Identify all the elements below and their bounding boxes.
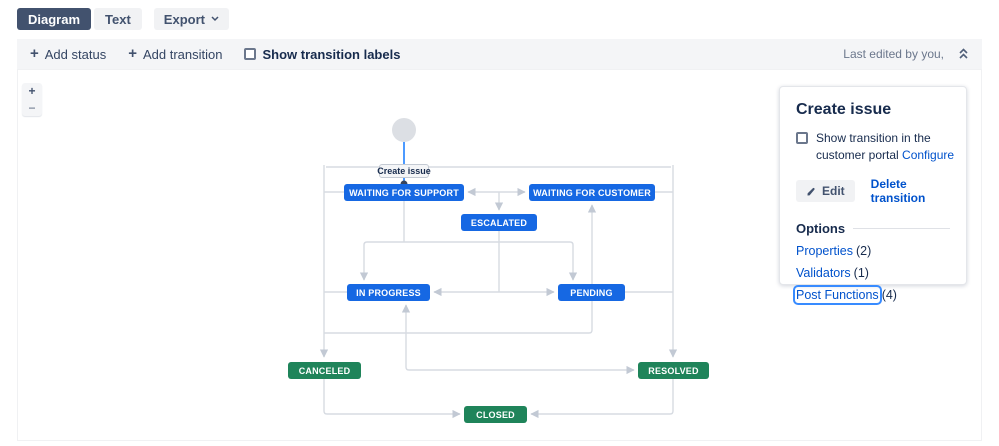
portal-checkbox-label: Show transition in the customer portal (816, 131, 931, 162)
tab-text[interactable]: Text (94, 8, 142, 30)
transition-lines (319, 118, 678, 419)
status-node-wfc[interactable]: WAITING FOR CUSTOMER (529, 184, 655, 201)
transition-mid-rail (359, 241, 578, 281)
pencil-icon (807, 187, 815, 195)
edit-label: Edit (822, 184, 845, 198)
add-status-label: Add status (44, 46, 107, 62)
zoom-in-button[interactable]: + (28, 84, 36, 99)
option-row: Post Functions(4) (793, 285, 950, 305)
plus-icon: + (128, 45, 137, 62)
delete-transition-link[interactable]: Delete transition (870, 177, 926, 205)
start-node (392, 118, 416, 142)
export-dropdown[interactable]: Export (153, 8, 229, 30)
chevron-down-icon (211, 16, 219, 22)
status-node-can[interactable]: CANCELED (288, 362, 361, 379)
diagram-toolbar: + Add status + Add transition Show trans… (17, 39, 982, 69)
last-edited-text: Last edited by you, (843, 47, 944, 61)
option-link-properties[interactable]: Properties (796, 244, 853, 258)
edit-button[interactable]: Edit (796, 180, 855, 202)
configure-link[interactable]: Configure (902, 148, 955, 162)
show-transition-labels-label: Show transition labels (262, 46, 401, 62)
zoom-controls: + − (22, 83, 42, 116)
status-node-esc[interactable]: ESCALATED (461, 214, 537, 231)
status-node-clo[interactable]: CLOSED (464, 406, 527, 423)
tab-diagram[interactable]: Diagram (17, 8, 92, 30)
collapse-toolbar-icon[interactable] (958, 48, 969, 60)
option-row: Validators(1) (796, 265, 950, 282)
option-count: (2) (855, 244, 872, 258)
options-list: Properties(2) Validators(1) Post Functions… (793, 243, 950, 305)
plus-icon: + (30, 45, 39, 62)
divider (853, 228, 950, 229)
zoom-out-button[interactable]: − (28, 100, 36, 115)
create-issue-transition-label[interactable]: Create issue (377, 164, 431, 178)
status-node-inp[interactable]: IN PROGRESS (347, 284, 430, 301)
option-row: Properties(2) (796, 243, 950, 260)
transition-resolved-closed (530, 379, 674, 419)
add-transition-label: Add transition (142, 46, 223, 62)
add-status-button[interactable]: + Add status (30, 45, 107, 62)
export-label: Export (163, 11, 205, 27)
show-transition-labels-toggle[interactable]: Show transition labels (244, 47, 400, 62)
option-count: (4) (881, 288, 897, 302)
show-transition-labels-checkbox[interactable] (244, 48, 257, 60)
view-tabbar: Diagram Text Export (17, 8, 229, 30)
transition-canceled-closed (323, 379, 461, 419)
options-header: Options (796, 221, 950, 236)
options-title: Options (796, 221, 846, 236)
add-transition-button[interactable]: + Add transition (128, 45, 223, 62)
portal-checkbox[interactable] (796, 132, 808, 144)
transition-panel: Create issue Show transition in the cust… (779, 86, 967, 305)
option-count: (1) (853, 266, 869, 280)
portal-checkbox-row: Show transition in the customer portal C… (796, 130, 956, 164)
option-link-validators[interactable]: Validators (796, 266, 851, 280)
status-node-pen[interactable]: PENDING (558, 284, 625, 301)
status-node-wfs[interactable]: WAITING FOR SUPPORT (344, 184, 464, 201)
status-node-res[interactable]: RESOLVED (638, 362, 709, 379)
option-link-post-functions[interactable]: Post Functions (793, 285, 882, 305)
panel-title: Create issue (796, 101, 892, 118)
transition-to-resolved-left (401, 304, 635, 375)
